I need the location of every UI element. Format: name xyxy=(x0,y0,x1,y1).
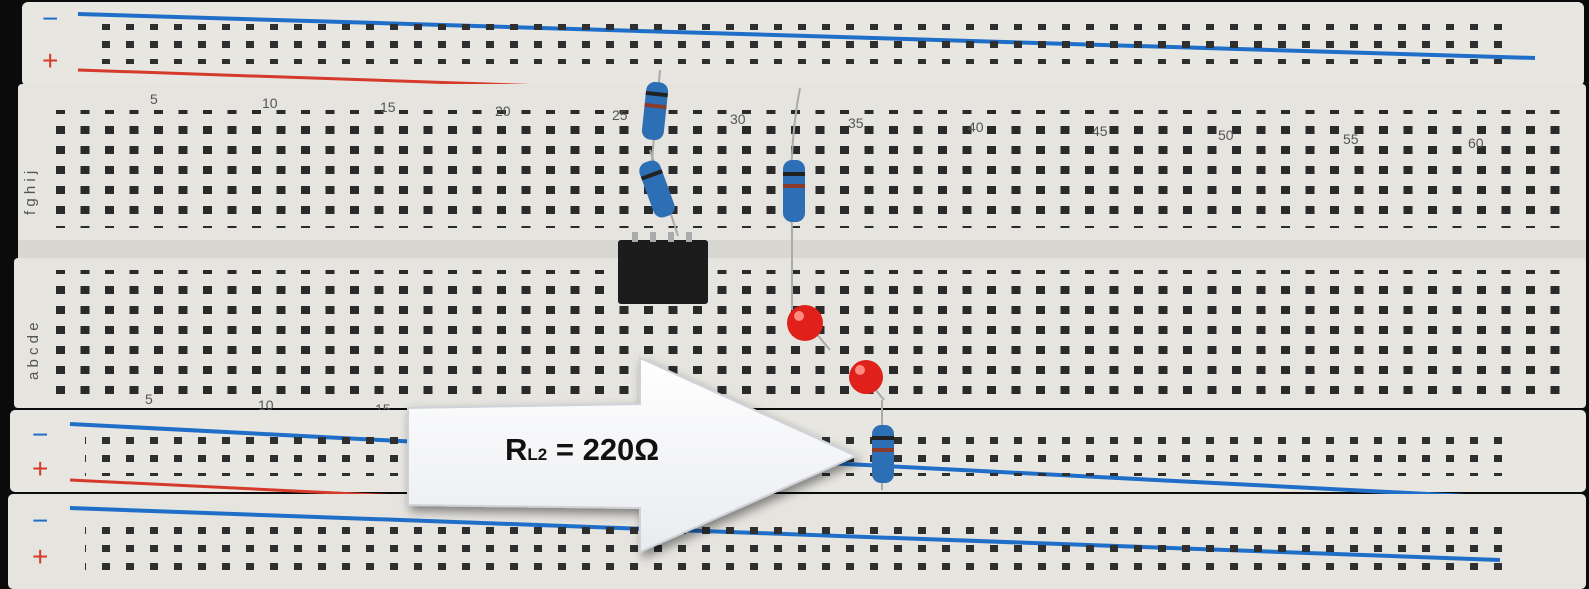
row-letters-upper: f g h i j xyxy=(22,171,39,215)
rail-plus-label: + xyxy=(42,45,58,76)
callout-subscript: L2 xyxy=(527,445,548,464)
rail-plus-label: + xyxy=(32,453,48,484)
bottom-power-rail-2: − + xyxy=(8,494,1586,589)
led-icon xyxy=(849,360,885,401)
column-number: 5 xyxy=(150,91,158,107)
rail-minus-label: − xyxy=(32,505,48,536)
column-number: 45 xyxy=(1092,123,1108,139)
rail-minus-label: − xyxy=(42,3,58,34)
callout-value: = 220Ω xyxy=(555,432,660,467)
row-letters-lower: a b c d e xyxy=(25,322,42,380)
column-number: 50 xyxy=(1218,127,1234,143)
column-number: 5 xyxy=(145,391,153,407)
top-power-rail: − + xyxy=(22,2,1584,122)
column-number: 10 xyxy=(258,397,274,413)
column-number: 35 xyxy=(848,115,864,131)
column-number: 15 xyxy=(380,99,396,115)
column-number: 60 xyxy=(1468,135,1484,151)
resistor-icon xyxy=(872,400,894,490)
arrow-callout-icon xyxy=(407,356,859,554)
column-number: 10 xyxy=(262,95,278,111)
resistor-icon xyxy=(639,149,679,237)
column-number: 30 xyxy=(730,111,746,127)
column-number: 20 xyxy=(495,103,511,119)
column-number: 40 xyxy=(968,119,984,135)
resistor-icon xyxy=(783,87,805,310)
column-number: 25 xyxy=(612,107,628,123)
rail-minus-label: − xyxy=(32,419,48,450)
resistance-callout-label: RL2 = 220Ω xyxy=(505,432,659,468)
ic-chip-icon xyxy=(618,232,708,304)
led-icon xyxy=(787,305,831,351)
resistor-icon xyxy=(641,69,669,161)
callout-symbol: R xyxy=(505,432,528,467)
column-number: 55 xyxy=(1343,131,1359,147)
rail-plus-label: + xyxy=(32,541,48,572)
